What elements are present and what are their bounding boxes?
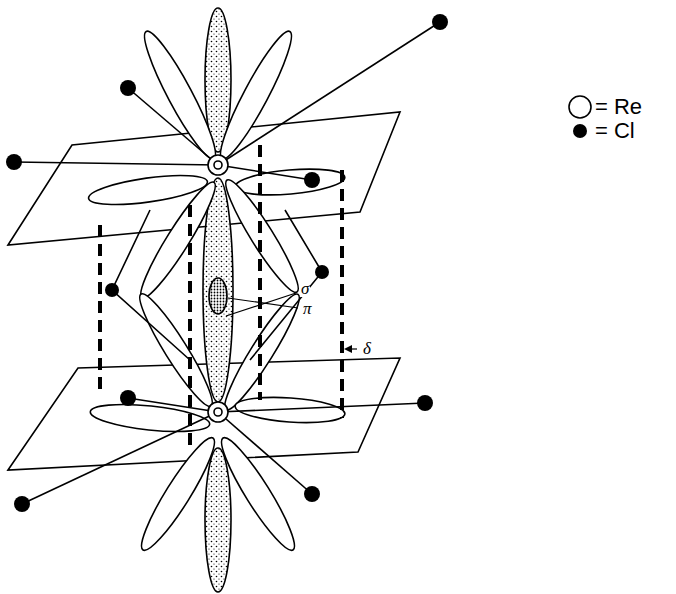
- orbital-label: σ: [300, 280, 310, 297]
- legend-text: = Cl: [595, 120, 635, 142]
- pi-overlap: [209, 278, 227, 314]
- legend-sample: [569, 96, 591, 118]
- legend-text: = Re: [595, 96, 642, 118]
- legend-sample: [573, 124, 587, 138]
- sigma-lobe: [203, 178, 233, 402]
- orbital-label: δ: [362, 340, 372, 357]
- orbital-label: π: [302, 300, 313, 317]
- sigma-lobe: [205, 448, 231, 592]
